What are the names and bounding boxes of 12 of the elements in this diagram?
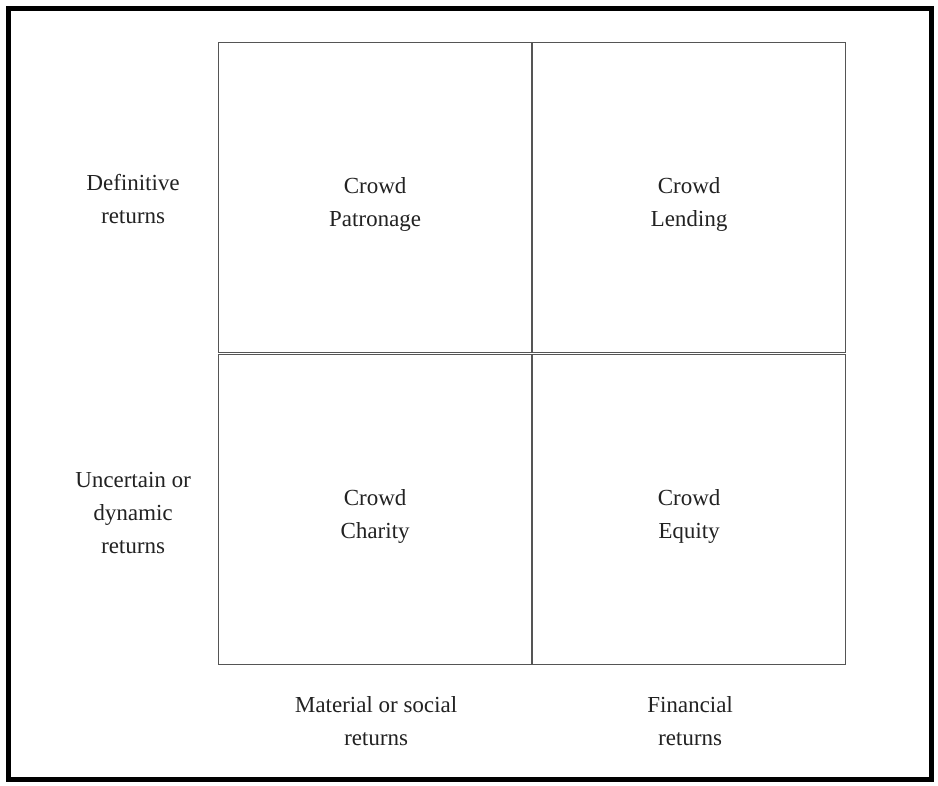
row-label: Uncertain or dynamic returns xyxy=(74,466,192,560)
quadrant-cell xyxy=(532,354,846,665)
quadrant-cell xyxy=(218,42,532,353)
quadrant-title: Crowd Equity xyxy=(656,484,722,545)
quadrant-title: Crowd Charity xyxy=(340,484,410,545)
quadrant-title: Crowd Patronage xyxy=(328,172,422,233)
column-label: Financial returns xyxy=(646,691,734,752)
quadrant-title: Crowd Lending xyxy=(650,172,728,233)
quadrant-cell xyxy=(532,42,846,353)
column-label: Material or social returns xyxy=(294,691,458,752)
row-label: Definitive returns xyxy=(85,169,181,230)
quadrant-cell xyxy=(218,354,532,665)
